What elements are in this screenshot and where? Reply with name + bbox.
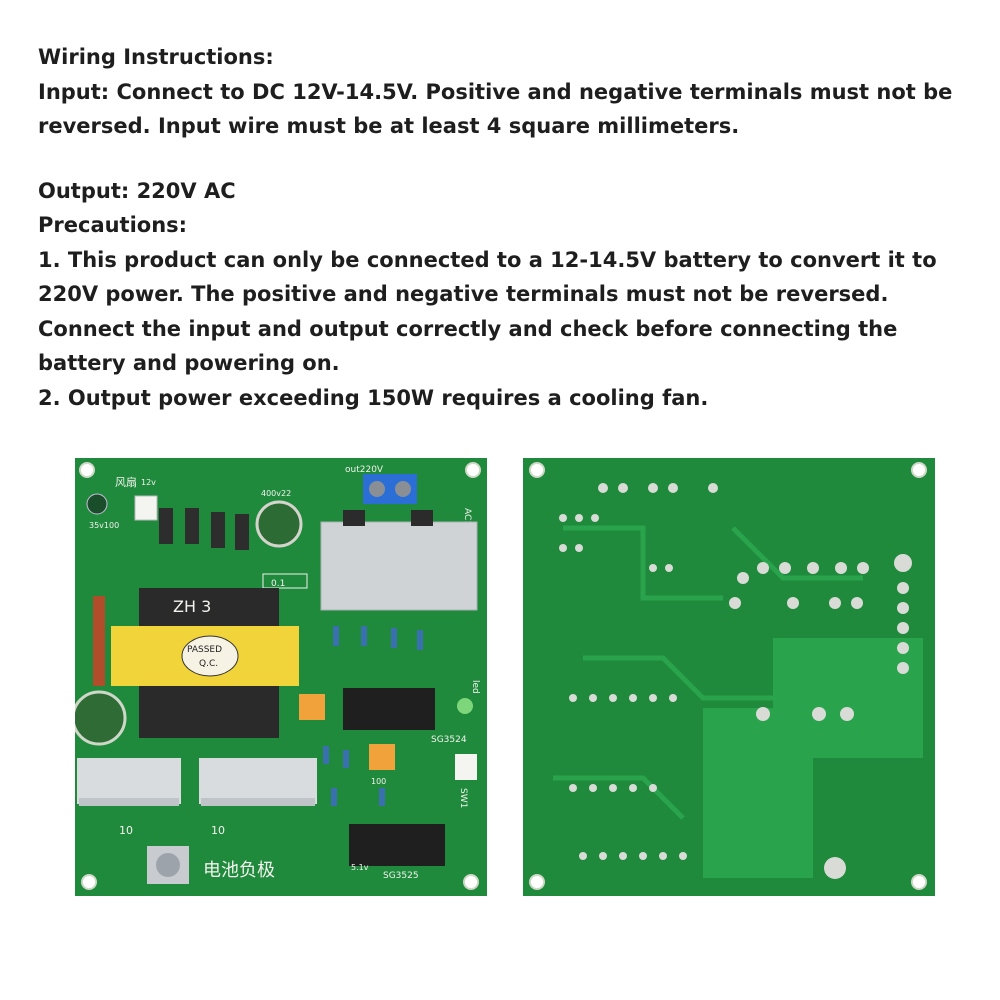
heatsink-left [77,758,181,806]
switch-connector [455,754,477,780]
fan-label: 风扇 [115,475,137,489]
mount-hole [529,462,545,478]
trim-pot [369,744,395,770]
out-label: out220V [345,465,384,475]
heatsink-plate [320,521,478,611]
diode-row [159,508,249,550]
heatsink-right-label: 10 [211,824,225,837]
shunt-resistor [262,573,308,589]
mount-hole [911,462,927,478]
terminal-screw [369,481,385,497]
battery-label: 电池负极 [203,860,275,881]
input-instruction: Input: Connect to DC 12V-14.5V. Positive… [38,79,953,139]
qc-line1: PASSED [187,645,222,655]
mosfet [343,510,365,526]
output-capacitor [75,690,127,746]
mount-hole [81,874,97,890]
heatsink-right [199,758,317,806]
big-capacitor [255,500,303,548]
mount-hole [463,874,479,890]
pot-label: 100 [371,777,386,786]
switch-label: SW1 [458,788,468,808]
chip-sg3525 [349,824,445,866]
mount-hole [465,462,481,478]
instructions-heading: Wiring Instructions: [38,45,274,69]
mount-hole [79,462,95,478]
battery-screw [156,853,180,877]
precaution-1: 1. This product can only be connected to… [38,247,937,376]
ground-plane [703,708,813,878]
resistor-label: 0.1 [271,579,285,589]
small-components [323,626,423,806]
heatsink-left-label: 10 [119,824,133,837]
chip-sg3524 [343,688,435,730]
ac-label: AC1 [462,508,472,526]
mount-hole [911,874,927,890]
mosfet [411,510,433,526]
status-led [457,698,473,714]
trim-pot [299,694,325,720]
wiring-instructions: Wiring Instructions: Input: Connect to D… [38,40,978,415]
precautions-heading: Precautions: [38,213,188,237]
qc-line2: Q.C. [199,659,218,669]
terminal-screw [395,481,411,497]
precaution-2: 2. Output power exceeding 150W requires … [38,385,709,410]
mount-hole [529,874,545,890]
big-capacitor-label: 400v22 [261,489,291,498]
pcb-front-photo: 风扇 12v 35v100 400v22 out220V AC1 0.1 ZH … [75,458,487,896]
pcb-back-photo [523,458,935,896]
fuse [93,596,105,686]
led-label: led [470,680,480,694]
fan-voltage-label: 12v [141,478,156,487]
zener-label: 5.1v [351,863,369,872]
chip1-label: SG3524 [431,735,467,745]
solder-pads [559,483,912,879]
chip2-label: SG3525 [383,871,419,881]
fan-connector [134,495,158,521]
cap-small-label: 35v100 [89,521,119,530]
small-capacitor [86,493,108,515]
output-instruction: Output: 220V AC [38,178,236,203]
transformer-label: ZH 3 [173,597,211,616]
qc-sticker [181,635,239,677]
